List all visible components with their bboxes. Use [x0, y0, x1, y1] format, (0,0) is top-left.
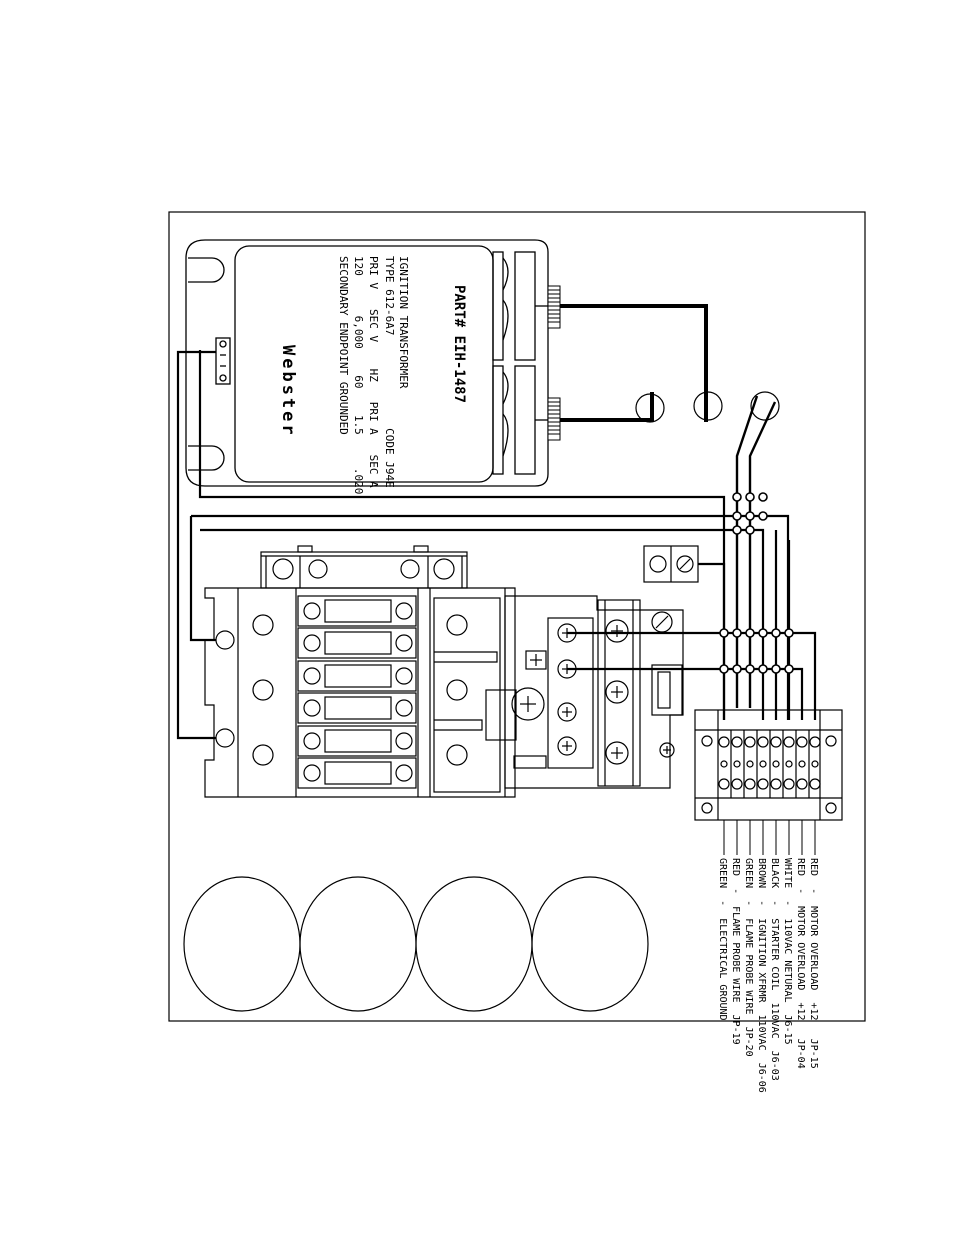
wire-label-5: BROWN - IGNITION XFRMR 110VAC J6-06 [756, 858, 767, 1093]
wire-label-2: RED - MOTOR OVERLOAD +12 JP-04 [795, 858, 806, 1069]
panel-border [168, 211, 866, 1022]
label-leaders [723, 820, 816, 855]
wire-label-7: RED - FLAME PROBE WIRE JP-19 [730, 858, 741, 1045]
wire-label-1: RED - MOTOR OVERLOAD +12 JP-15 [808, 858, 819, 1069]
transformer-part-number: PART# EIH-1487 [451, 285, 467, 403]
wire-crossovers [719, 492, 794, 674]
wire-label-8: GREEN - ELECTRICAL GROUND [717, 858, 728, 1021]
transformer-line-1: IGNITION TRANSFORMER [397, 256, 410, 389]
motor-starter [204, 545, 684, 798]
aux-terminal-block [643, 545, 699, 583]
wire-label-6: GREEN - FLAME PROBE WIRE JP-20 [743, 858, 754, 1057]
transformer-line-2: TYPE 612-6A7 CODE J94E [383, 256, 396, 488]
transformer-line-4: 120 6,000 60 1.5 .020 [352, 256, 365, 494]
transformer-brand: Webster [278, 345, 298, 438]
transformer-line-5: SECONDARY ENDPOINT GROUNDED [337, 256, 350, 435]
wire-label-3: WHITE - 110VAC NETURAL J6-15 [782, 858, 793, 1045]
hv-terminal-lower [547, 397, 561, 441]
knockout-holes [183, 876, 649, 1012]
control-wires [176, 350, 817, 740]
flame-probe-wires [735, 395, 777, 708]
hv-wires [560, 304, 708, 422]
ignition-transformer [185, 239, 549, 487]
hv-terminal-upper [547, 285, 561, 329]
terminal-strip [694, 709, 843, 821]
wire-label-4: BLACK - STARTER COIL 110VAC J6-03 [769, 858, 780, 1081]
transformer-line-3: PRI V SEC V HZ PRI A SEC A [367, 256, 380, 488]
